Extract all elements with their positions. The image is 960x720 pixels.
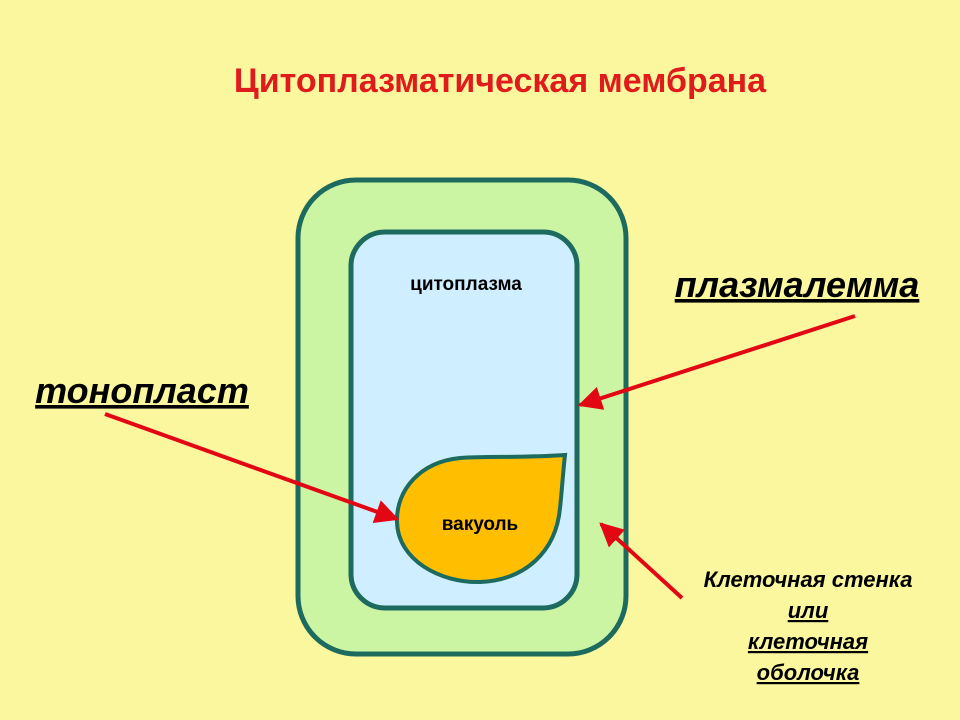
cell-wall-label-line4: оболочка	[757, 660, 860, 685]
cell-wall-label-line1: Клеточная стенка	[704, 567, 913, 592]
tonoplast-label: тонопласт	[35, 370, 249, 411]
vacuole-shape	[394, 452, 568, 585]
plasmalemma-arrow	[577, 314, 856, 410]
cell-wall-label-line2: или	[788, 598, 829, 623]
cell-wall-label-line3: клеточная	[748, 629, 868, 654]
page-title: Цитоплазматическая мембрана	[234, 62, 767, 100]
vacuole-label: вакуоль	[442, 514, 518, 535]
cell-wall-arrow	[599, 522, 684, 600]
tonoplast-arrow	[104, 412, 400, 523]
plasmalemma-label: плазмалемма	[675, 264, 920, 305]
cytoplasm-label: цитоплазма	[410, 274, 522, 295]
